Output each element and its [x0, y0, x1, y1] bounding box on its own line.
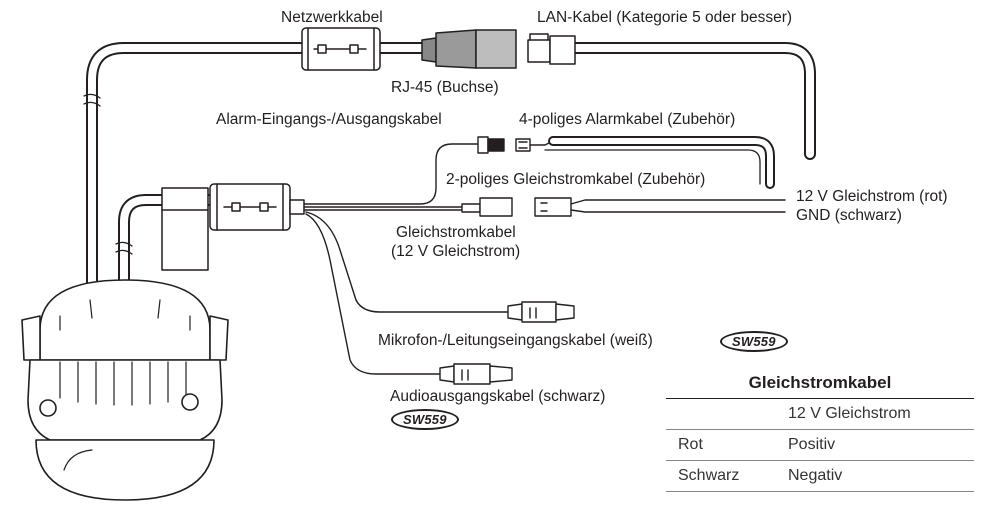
lan-cable-line [569, 42, 816, 160]
label-alarm-cable-4pin: 4-poliges Alarmkabel (Zubehör) [519, 111, 736, 128]
label-audio-out-cable: Audioausgangskabel (schwarz) [390, 388, 606, 405]
power-table-title: Gleichstromkabel [666, 371, 974, 399]
label-lan-cable: LAN-Kabel (Kategorie 5 oder besser) [537, 9, 793, 26]
fanout-wires [303, 143, 509, 375]
rj45-jack [421, 29, 517, 69]
ferrite-core-top [301, 27, 381, 71]
alarm-connector [477, 136, 775, 189]
rj45-plug [527, 33, 576, 65]
table-cell-empty [666, 398, 776, 430]
table-row: Schwarz Negativ [666, 460, 974, 492]
power-cable-table: Gleichstromkabel 12 V Gleichstrom Rot Po… [666, 371, 974, 492]
label-gnd-black: GND (schwarz) [796, 207, 902, 224]
table-cell-meaning: Positiv [776, 429, 974, 461]
mic-model-badge: SW559 [720, 331, 788, 352]
table-header-value: 12 V Gleichstrom [776, 398, 974, 430]
label-dc-cable-2pin: 2-poliges Gleichstromkabel (Zubehör) [446, 171, 706, 188]
network-cable-line [83, 42, 428, 298]
label-alarm-io-cable: Alarm-Eingangs-/Ausgangskabel [216, 111, 442, 128]
table-row: Rot Positiv [666, 429, 974, 461]
cable-clamp [161, 187, 209, 271]
table-cell-meaning: Negativ [776, 460, 974, 492]
label-dc-cable-sub: (12 V Gleichstrom) [391, 243, 521, 260]
dome-camera [21, 279, 229, 501]
label-network-cable: Netzwerkkabel [281, 9, 383, 26]
table-row: 12 V Gleichstrom [666, 398, 974, 430]
table-cell-wire: Schwarz [666, 460, 776, 492]
label-rj45-jack: RJ-45 (Buchse) [391, 79, 499, 96]
ferrite-core-bottom [209, 183, 305, 231]
label-dc-cable: Gleichstromkabel [396, 224, 516, 241]
mic-connector [507, 301, 575, 323]
audio-model-badge: SW559 [391, 409, 459, 430]
table-cell-wire: Rot [666, 429, 776, 461]
label-dc-red: 12 V Gleichstrom (rot) [796, 188, 948, 205]
camera-side-cable [115, 194, 216, 302]
audio-connector [439, 363, 513, 385]
dc-connector [461, 197, 786, 217]
label-mic-cable: Mikrofon-/Leitungseingangskabel (weiß) [378, 332, 653, 349]
